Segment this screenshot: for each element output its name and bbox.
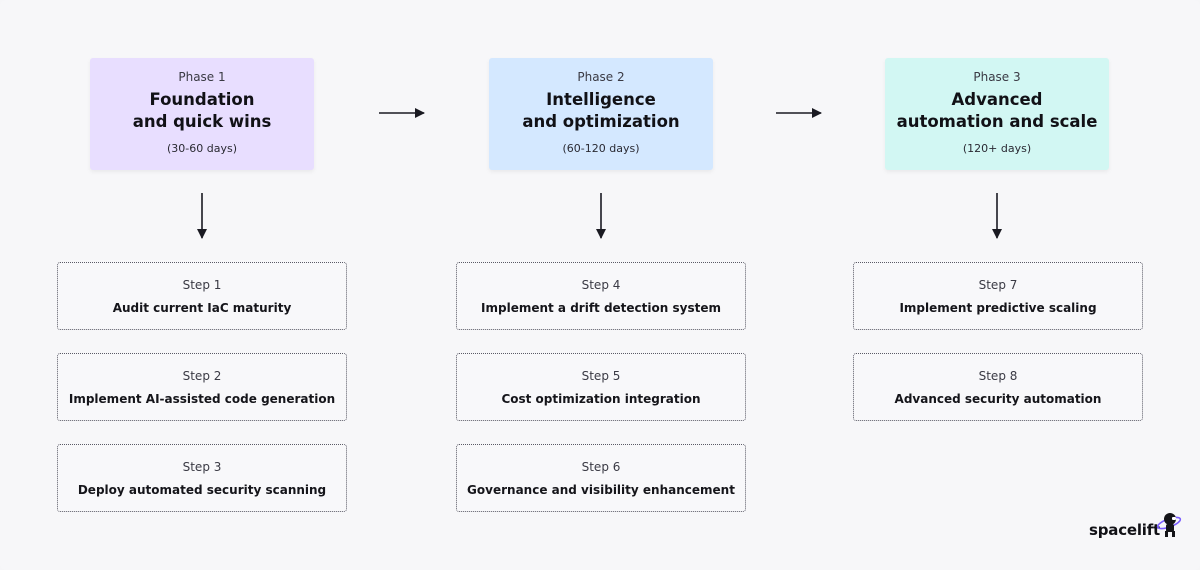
phase-title: Intelligence and optimization — [522, 90, 680, 131]
spacelift-logo: spacelift — [1089, 513, 1186, 540]
brand-name: spacelift — [1089, 521, 1161, 539]
step-8-box: Step 8 Advanced security automation — [853, 353, 1143, 421]
step-3-box: Step 3 Deploy automated security scannin… — [57, 444, 347, 512]
step-label: Step 3 — [182, 459, 222, 474]
step-6-box: Step 6 Governance and visibility enhance… — [456, 444, 746, 512]
step-2-box: Step 2 Implement AI-assisted code genera… — [57, 353, 347, 421]
step-label: Step 1 — [182, 277, 222, 292]
step-title: Cost optimization integration — [501, 391, 701, 406]
step-title: Advanced security automation — [894, 391, 1102, 406]
step-4-box: Step 4 Implement a drift detection syste… — [456, 262, 746, 330]
phase-3-box: Phase 3 Advanced automation and scale (1… — [885, 58, 1109, 170]
step-label: Step 7 — [978, 277, 1018, 292]
step-label: Step 8 — [978, 368, 1018, 383]
step-label: Step 2 — [182, 368, 222, 383]
step-label: Step 4 — [581, 277, 621, 292]
step-title: Deploy automated security scanning — [77, 482, 327, 497]
step-1-box: Step 1 Audit current IaC maturity — [57, 262, 347, 330]
step-label: Step 5 — [581, 368, 621, 383]
step-title: Implement a drift detection system — [481, 300, 721, 315]
phase-2-box: Phase 2 Intelligence and optimization (6… — [489, 58, 713, 170]
phase-title: Foundation and quick wins — [132, 90, 272, 131]
phase-duration: (60-120 days) — [562, 142, 640, 155]
step-title: Implement AI-assisted code generation — [68, 391, 336, 406]
phase-duration: (30-60 days) — [166, 142, 237, 155]
astronaut-icon — [1156, 513, 1182, 537]
phase-label: Phase 3 — [973, 70, 1021, 84]
step-title: Governance and visibility enhancement — [467, 482, 735, 497]
step-label: Step 6 — [581, 459, 621, 474]
phase-title: Advanced automation and scale — [896, 90, 1098, 131]
phase-label: Phase 2 — [577, 70, 625, 84]
phase-label: Phase 1 — [178, 70, 226, 84]
phase-1-box: Phase 1 Foundation and quick wins (30-60… — [90, 58, 314, 170]
phase-duration: (120+ days) — [962, 142, 1032, 155]
step-7-box: Step 7 Implement predictive scaling — [853, 262, 1143, 330]
step-5-box: Step 5 Cost optimization integration — [456, 353, 746, 421]
step-title: Audit current IaC maturity — [112, 300, 292, 315]
step-title: Implement predictive scaling — [899, 300, 1097, 315]
